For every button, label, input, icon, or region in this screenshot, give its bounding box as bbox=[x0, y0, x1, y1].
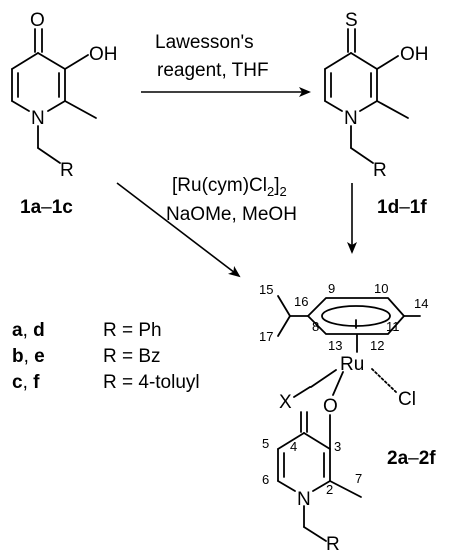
compound-2a-2f: Ru Cl X O N R 15 16 17 9 10 14 8 11 13 1… bbox=[259, 281, 436, 550]
atom-number-3: 3 bbox=[334, 439, 341, 454]
legend-ids-b-e: b, e bbox=[12, 346, 45, 367]
ring-nitrogen: N bbox=[297, 489, 311, 510]
compound-1d-1f: S OH N R 1d–1f bbox=[324, 10, 429, 218]
compound-label-1d-1f: 1d–1f bbox=[377, 197, 427, 218]
legend-ids-c-f: c, f bbox=[12, 372, 40, 393]
atom-number-17: 17 bbox=[259, 329, 273, 344]
atom-number-10: 10 bbox=[374, 281, 388, 296]
legend-r-bz: R = Bz bbox=[103, 346, 161, 367]
reagent-lawesson-line2: reagent, THF bbox=[157, 60, 269, 81]
atom-number-16: 16 bbox=[294, 294, 308, 309]
atom-number-2: 2 bbox=[326, 482, 333, 497]
atom-number-15: 15 bbox=[259, 282, 273, 297]
legend-ids-a-d: a, d bbox=[12, 320, 45, 341]
compound-label-1a-1c: 1a–1c bbox=[20, 197, 73, 218]
phenolate-oxygen: O bbox=[323, 396, 338, 417]
compound-1a-1c: O OH N R 1a–1c bbox=[11, 10, 118, 218]
thione-sulfur: S bbox=[345, 10, 358, 31]
reagent-ruthenium-dimer: [Ru(cym)Cl2]2 bbox=[172, 175, 287, 199]
atom-number-8: 8 bbox=[312, 319, 319, 334]
hydroxyl: OH bbox=[400, 44, 429, 65]
carbonyl-oxygen: O bbox=[30, 10, 45, 31]
compound-label-2a-2f: 2a–2f bbox=[387, 448, 436, 469]
r-group: R bbox=[373, 160, 387, 181]
atom-number-13: 13 bbox=[328, 338, 342, 353]
atom-number-9: 9 bbox=[328, 281, 335, 296]
atom-number-6: 6 bbox=[262, 472, 269, 487]
ruthenium: Ru bbox=[340, 354, 364, 375]
r-group: R bbox=[60, 160, 74, 181]
atom-number-4: 4 bbox=[290, 439, 297, 454]
atom-number-12: 12 bbox=[370, 338, 384, 353]
reagent-base-solvent: NaOMe, MeOH bbox=[166, 204, 297, 225]
atom-number-14: 14 bbox=[414, 296, 428, 311]
ring-nitrogen: N bbox=[344, 108, 358, 129]
atom-number-11: 11 bbox=[386, 319, 400, 334]
atom-number-5: 5 bbox=[262, 436, 269, 451]
atom-number-7: 7 bbox=[355, 471, 362, 486]
reagent-lawesson-line1: Lawesson's bbox=[155, 32, 254, 53]
legend-r-ph: R = Ph bbox=[103, 320, 162, 341]
hydroxyl: OH bbox=[89, 44, 118, 65]
legend-r-toluyl: R = 4-toluyl bbox=[103, 372, 200, 393]
r-group: R bbox=[326, 534, 340, 550]
reaction-arrow-diagonal bbox=[116, 182, 241, 278]
substituent-legend: a, d R = Ph b, e R = Bz c, f R = 4-toluy… bbox=[12, 320, 200, 393]
chloride: Cl bbox=[398, 389, 416, 410]
chalcogen-x: X bbox=[279, 392, 292, 413]
ring-nitrogen: N bbox=[31, 108, 45, 129]
